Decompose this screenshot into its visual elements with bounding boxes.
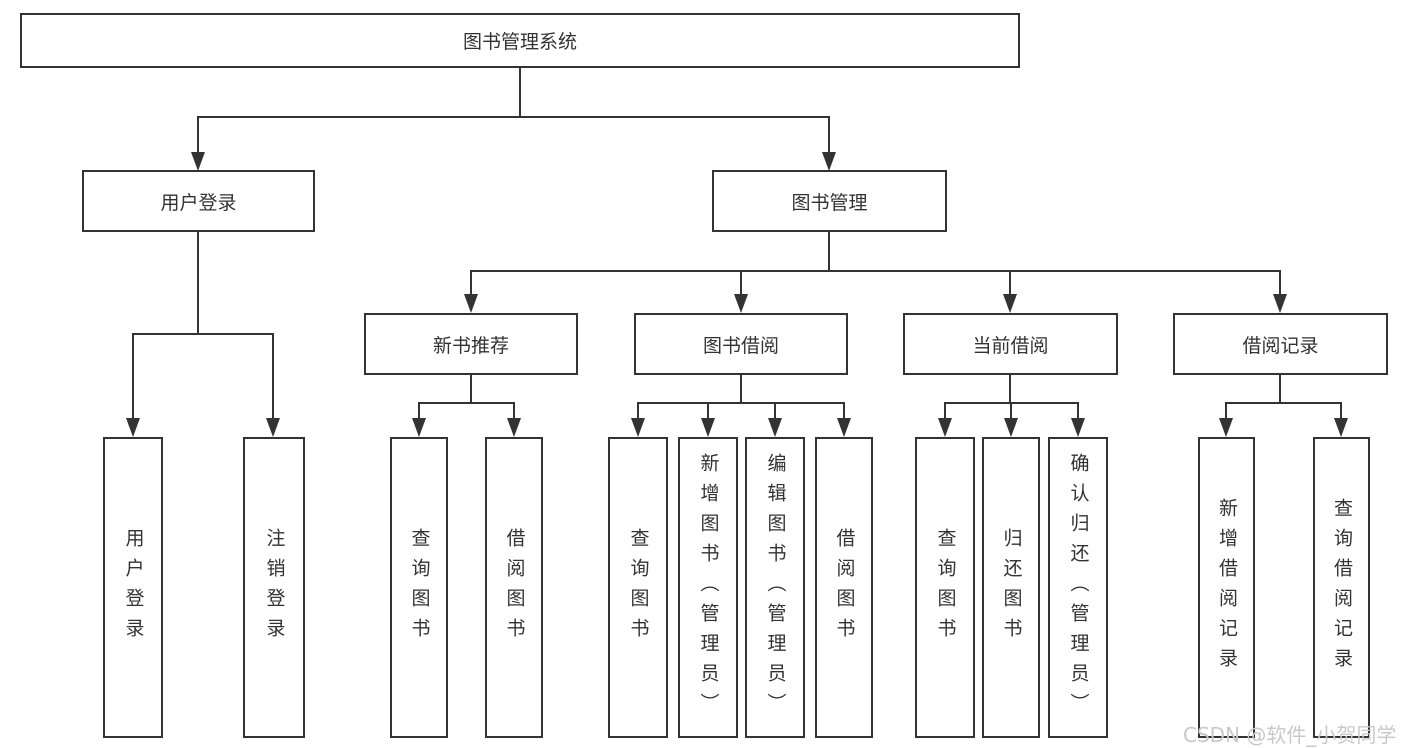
node-new-book-recommend: 新书推荐 (364, 313, 578, 375)
arrowhead-down-icon (464, 294, 478, 313)
node-borrowing-records: 借阅记录 (1173, 313, 1388, 375)
arrowhead-down-icon (126, 418, 140, 437)
connector-vline (774, 402, 776, 419)
connector-vline (418, 402, 420, 419)
node-leaf-bb-borrow-book: 借阅图书 (815, 437, 873, 738)
node-root: 图书管理系统 (20, 13, 1020, 68)
connector-hline (197, 116, 830, 118)
arrowhead-down-icon (631, 418, 645, 437)
connector-vline (1279, 375, 1281, 404)
node-book-borrowing: 图书借阅 (634, 313, 848, 375)
node-leaf-cb-return-book: 归还图书 (982, 437, 1040, 738)
arrowhead-down-icon (938, 418, 952, 437)
csdn-watermark: CSDN @软件_小贺同学 (1183, 723, 1397, 747)
connector-vline (1009, 375, 1011, 404)
node-leaf-bb-edit-book: 编辑图书（管理员） (745, 437, 805, 738)
node-user-login: 用户登录 (82, 170, 315, 232)
connector-vline (1010, 402, 1012, 419)
arrowhead-down-icon (191, 152, 205, 171)
connector-vline (197, 116, 199, 153)
connector-vline (470, 270, 472, 295)
connector-vline (132, 333, 134, 419)
arrowhead-down-icon (1004, 418, 1018, 437)
node-leaf-rec-borrow-book: 借阅图书 (485, 437, 543, 738)
connector-hline (470, 270, 1281, 272)
connector-vline (519, 68, 521, 117)
connector-vline (1077, 402, 1079, 419)
connector-vline (637, 402, 639, 419)
node-leaf-cb-confirm-return: 确认归还（管理员） (1048, 437, 1108, 738)
connector-vline (470, 375, 472, 404)
connector-vline (828, 116, 830, 153)
connector-vline (272, 333, 274, 419)
connector-vline (740, 270, 742, 295)
node-leaf-user-login: 用户登录 (103, 437, 163, 738)
arrowhead-down-icon (1334, 418, 1348, 437)
connector-vline (828, 232, 830, 272)
arrowhead-down-icon (822, 152, 836, 171)
arrowhead-down-icon (1273, 294, 1287, 313)
connector-vline (740, 375, 742, 404)
arrowhead-down-icon (412, 418, 426, 437)
node-current-borrowing: 当前借阅 (903, 313, 1118, 375)
connector-vline (707, 402, 709, 419)
node-leaf-logout: 注销登录 (243, 437, 305, 738)
arrowhead-down-icon (701, 418, 715, 437)
arrowhead-down-icon (1219, 418, 1233, 437)
connector-vline (1009, 270, 1011, 295)
connector-hline (637, 402, 845, 404)
connector-vline (197, 232, 199, 335)
node-leaf-br-add-record: 新增借阅记录 (1198, 437, 1255, 738)
node-leaf-rec-query-book: 查询图书 (390, 437, 448, 738)
connector-vline (843, 402, 845, 419)
connector-vline (944, 402, 946, 419)
connector-vline (1340, 402, 1342, 419)
connector-vline (513, 402, 515, 419)
arrowhead-down-icon (266, 418, 280, 437)
arrowhead-down-icon (1071, 418, 1085, 437)
node-leaf-br-query-record: 查询借阅记录 (1313, 437, 1370, 738)
arrowhead-down-icon (837, 418, 851, 437)
arrowhead-down-icon (507, 418, 521, 437)
node-leaf-cb-query-book: 查询图书 (915, 437, 975, 738)
arrowhead-down-icon (1003, 294, 1017, 313)
connector-hline (132, 333, 274, 335)
arrowhead-down-icon (734, 294, 748, 313)
node-leaf-bb-add-book: 新增图书（管理员） (678, 437, 738, 738)
node-leaf-bb-query-book: 查询图书 (608, 437, 668, 738)
node-book-management: 图书管理 (712, 170, 947, 232)
connector-hline (418, 402, 515, 404)
connector-hline (1225, 402, 1342, 404)
arrowhead-down-icon (768, 418, 782, 437)
connector-vline (1225, 402, 1227, 419)
connector-vline (1279, 270, 1281, 295)
